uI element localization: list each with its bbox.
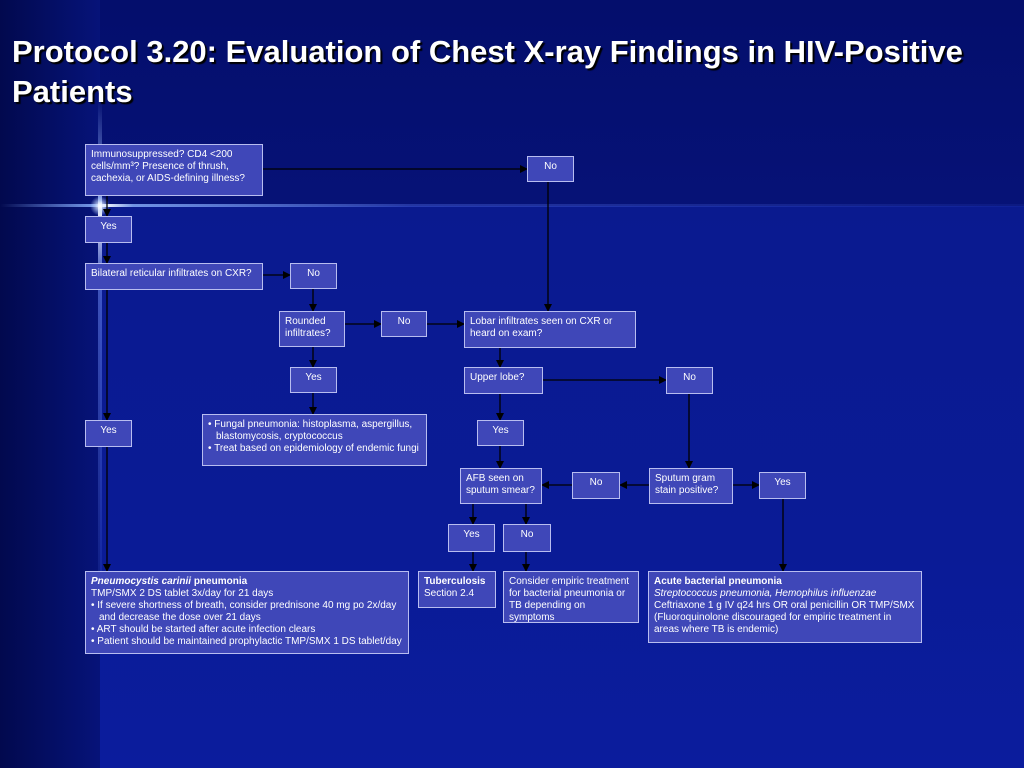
node-bilateral-question: Bilateral reticular infiltrates on CXR? [85,263,263,290]
pcp-bullet-2: • ART should be started after acute infe… [91,624,316,635]
node-rounded-yes-label: Yes [305,372,322,383]
node-upper-lobe-question: Upper lobe? [464,367,543,394]
tb-title: Tuberculosis [424,576,486,587]
empiric-text: Consider empiric treatment for bacterial… [509,576,630,623]
node-lobar-text: Lobar infiltrates seen on CXR or heard o… [470,316,613,339]
fungal-bullet-1: • Fungal pneumonia: histoplasma, aspergi… [208,419,413,442]
node-rounded-text: Rounded infiltrates? [285,316,331,339]
node-rounded-yes: Yes [290,367,337,393]
node-upper-yes: Yes [477,420,524,446]
node-afb-yes: Yes [448,524,495,552]
node-rounded-no: No [381,311,427,337]
node-upper-lobe-text: Upper lobe? [470,372,525,383]
node-afb-question: AFB seen on sputum smear? [460,468,542,504]
node-bilateral-no: No [290,263,337,289]
light-flare-vertical [98,100,102,600]
background-left-band [0,0,100,768]
node-sputum-text: Sputum gram stain positive? [655,473,719,496]
node-rounded-no-label: No [397,316,411,327]
node-afb-yes-label: Yes [463,529,480,540]
fungal-bullet-2: • Treat based on epidemiology of endemic… [208,443,419,454]
tb-reference: Section 2.4 [424,588,475,599]
pcp-bullet-1: • If severe shortness of breath, conside… [91,600,397,623]
node-sputum-yes-label: Yes [774,477,791,488]
node-immuno-yes-label: Yes [100,221,117,232]
node-rounded-question: Rounded infiltrates? [279,311,345,347]
node-sputum-no-label: No [589,477,603,488]
node-immuno-yes: Yes [85,216,132,243]
node-empiric-treatment: Consider empiric treatment for bacterial… [503,571,639,623]
pcp-line1: TMP/SMX 2 DS tablet 3x/day for 21 days [91,588,274,599]
node-sputum-question: Sputum gram stain positive? [649,468,733,504]
node-immunosuppressed-question: Immunosuppressed? CD4 <200 cells/mm³? Pr… [85,144,263,196]
node-afb-text: AFB seen on sputum smear? [466,473,535,496]
light-flare-horizontal [0,204,1024,207]
bact-organisms: Streptococcus pneumonia, Hemophilus infl… [654,588,877,599]
node-afb-no-label: No [520,529,534,540]
background-main [100,206,1024,768]
node-upper-yes-label: Yes [492,425,509,436]
pcp-bullets: • If severe shortness of breath, conside… [91,600,403,648]
pcp-bullet-3: • Patient should be maintained prophylac… [91,636,402,647]
node-tuberculosis: Tuberculosis Section 2.4 [418,571,496,608]
bact-treatment: Ceftriaxone 1 g IV q24 hrs OR oral penic… [654,600,915,635]
node-bilateral-yes: Yes [85,420,132,447]
node-immunosuppressed-text: Immunosuppressed? CD4 <200 cells/mm³? Pr… [91,149,245,184]
slide-title: Protocol 3.20: Evaluation of Chest X-ray… [12,34,963,109]
node-bilateral-no-label: No [307,268,320,279]
node-pcp-treatment: Pneumocystis carinii pneumonia TMP/SMX 2… [85,571,409,654]
node-bacterial-pneumonia: Acute bacterial pneumonia Streptococcus … [648,571,922,643]
node-fungal-pneumonia: • Fungal pneumonia: histoplasma, aspergi… [202,414,427,466]
node-sputum-yes: Yes [759,472,806,499]
bact-title: Acute bacterial pneumonia [654,576,782,587]
node-lobar-question: Lobar infiltrates seen on CXR or heard o… [464,311,636,348]
node-upper-no: No [666,367,713,394]
node-immuno-no-label: No [544,161,557,172]
fungal-bullets: • Fungal pneumonia: histoplasma, aspergi… [208,419,421,455]
node-upper-no-label: No [683,372,696,383]
node-afb-no: No [503,524,551,552]
pcp-title: Pneumocystis carinii pneumonia [91,576,248,587]
node-bilateral-text: Bilateral reticular infiltrates on CXR? [91,268,252,279]
node-sputum-no: No [572,472,620,499]
node-bilateral-yes-label: Yes [100,425,117,436]
node-immuno-no: No [527,156,574,182]
